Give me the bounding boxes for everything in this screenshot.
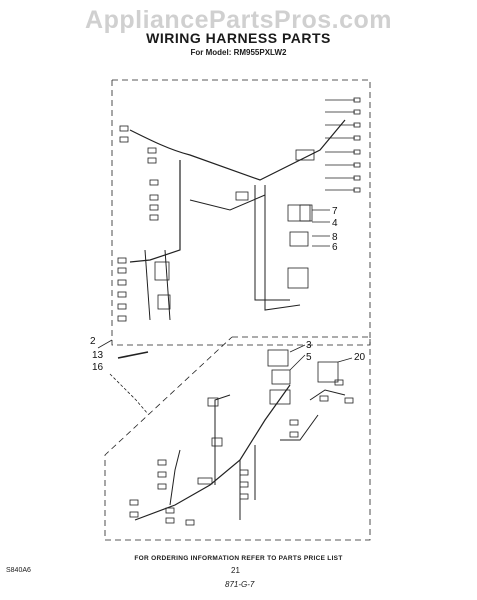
lower-section-outline [104, 336, 371, 541]
upper-right-terminals [325, 97, 361, 193]
page-title: WIRING HARNESS PARTS [146, 30, 331, 46]
upper-main-harness [129, 119, 346, 181]
watermark: AppliancePartsPros.com [85, 6, 392, 34]
handwritten-note: 871-G-7 [225, 580, 255, 589]
callout-13: 13 [92, 350, 104, 361]
callout-20: 20 [354, 352, 366, 363]
callout-4: 4 [332, 218, 338, 229]
callout-16: 16 [92, 362, 104, 373]
drawing-code: S840A6 [6, 567, 31, 574]
loose-wire [117, 351, 149, 359]
callout-7: 7 [332, 206, 338, 217]
upper-left-connectors [117, 125, 171, 322]
page-number: 21 [231, 566, 240, 575]
callout-3: 3 [306, 340, 312, 351]
callout-6: 6 [332, 242, 338, 253]
lower-main-harness [134, 384, 291, 521]
upper-switch-blocks [235, 149, 315, 289]
ordering-note: FOR ORDERING INFORMATION REFER TO PARTS … [134, 555, 343, 562]
lower-connectors [129, 349, 354, 526]
model-line: For Model: RM955PXLW2 [190, 48, 287, 57]
callout-2: 2 [90, 336, 96, 347]
callout-8: 8 [332, 232, 338, 243]
callout-5: 5 [306, 352, 312, 363]
